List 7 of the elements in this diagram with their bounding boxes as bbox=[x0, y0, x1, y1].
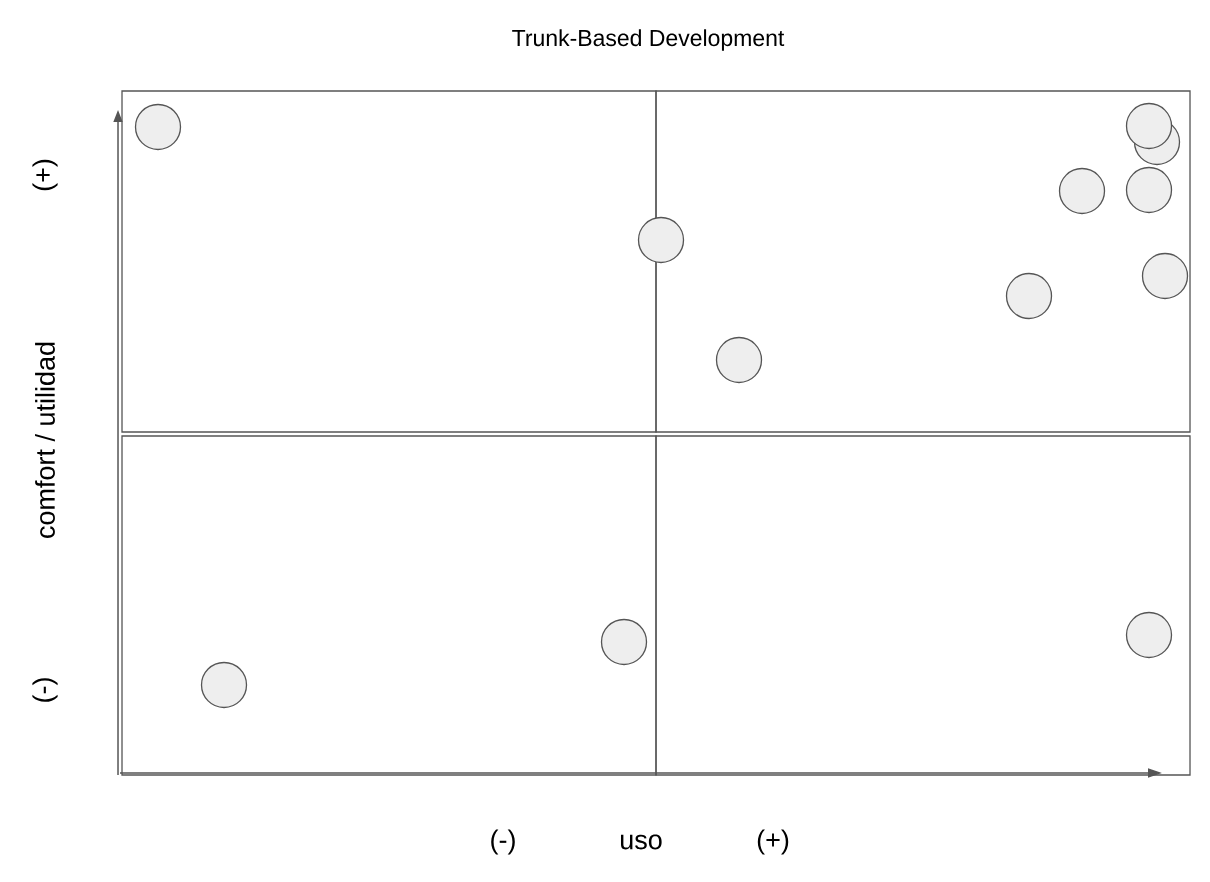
axis-label: (-) bbox=[491, 829, 515, 855]
axis-label: (-) bbox=[32, 678, 58, 702]
axis-label: uso bbox=[621, 834, 662, 850]
chart-title: Trunk-Based Development bbox=[512, 29, 785, 51]
axis-label: comfort / utilidad bbox=[35, 342, 55, 538]
axis-label: (+) bbox=[32, 159, 58, 191]
axis-label: (+) bbox=[757, 829, 789, 855]
